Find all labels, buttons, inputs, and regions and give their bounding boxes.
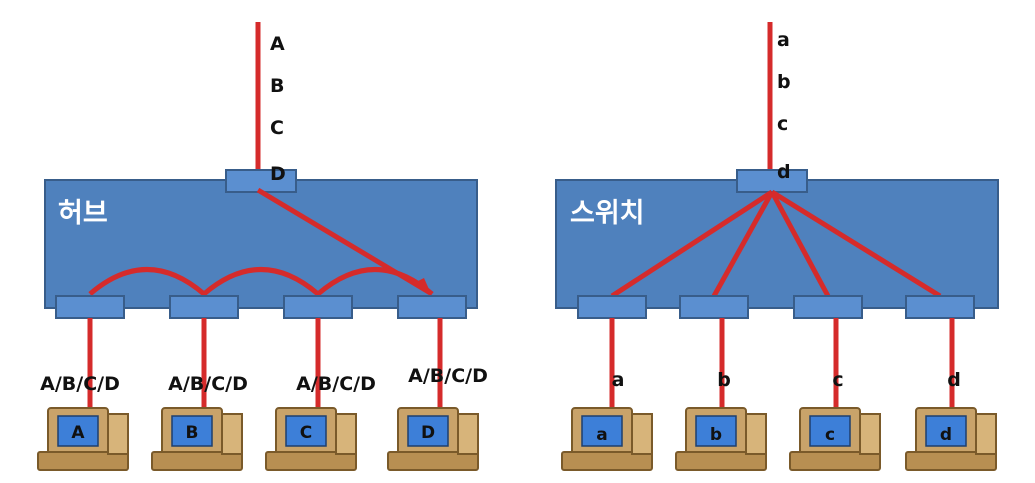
switch-uplink-label-d: d [777, 161, 791, 183]
hub-pc-3: C [265, 407, 357, 471]
switch-pc-2: b [675, 407, 767, 471]
switch-pc-label-2: b [710, 425, 722, 445]
pc-base [265, 451, 357, 471]
switch-uplink-label-b: b [777, 71, 791, 93]
monitor-screen [57, 415, 99, 447]
switch-uplink-label-c: c [777, 113, 788, 135]
switch-internal-link-1 [610, 189, 774, 299]
pc-tower [631, 413, 653, 455]
switch-internal-link-4 [770, 189, 942, 299]
switch-port-label-4: d [947, 369, 961, 391]
switch-pc-4: d [905, 407, 997, 471]
hub-pc-label-2: B [186, 423, 199, 443]
hub-port-3 [283, 295, 353, 319]
hub-internal-arcs [88, 267, 434, 298]
pc-tower [107, 413, 129, 455]
pc-base [905, 451, 997, 471]
hub-pc-1: A [37, 407, 129, 471]
monitor-screen [809, 415, 851, 447]
hub-pc-label-4: D [421, 423, 435, 443]
switch-uplink-port [736, 169, 808, 193]
switch-port-label-2: b [717, 369, 731, 391]
monitor-screen [285, 415, 327, 447]
hub-port-4 [397, 295, 467, 319]
switch-title: 스위치 [570, 198, 645, 229]
hub-pc-4: D [387, 407, 479, 471]
hub-port-2 [169, 295, 239, 319]
switch-port-1 [577, 295, 647, 319]
hub-uplink-label-c: C [270, 117, 284, 139]
pc-tower [745, 413, 767, 455]
hub-port-1 [55, 295, 125, 319]
monitor-screen [171, 415, 213, 447]
pc-tower [335, 413, 357, 455]
switch-internal-link-3 [769, 190, 831, 298]
switch-uplink-label-a: a [777, 29, 790, 51]
hub-port-label-1: A/B/C/D [40, 373, 120, 395]
pc-tower [859, 413, 881, 455]
switch-port-3 [793, 295, 863, 319]
pc-base [789, 451, 881, 471]
hub-pc-label-1: A [71, 423, 85, 443]
hub-pc-2: B [151, 407, 243, 471]
pc-base [151, 451, 243, 471]
switch-port-4 [905, 295, 975, 319]
pc-tower [457, 413, 479, 455]
hub-port-label-3: A/B/C/D [296, 373, 376, 395]
monitor-screen [581, 415, 623, 447]
switch-port-2 [679, 295, 749, 319]
switch-pc-1: a [561, 407, 653, 471]
hub-arrowhead [416, 278, 432, 296]
pc-base [37, 451, 129, 471]
pc-tower [975, 413, 997, 455]
hub-port-label-4: A/B/C/D [408, 365, 488, 387]
monitor-screen [407, 415, 449, 447]
switch-pc-label-1: a [596, 425, 607, 445]
monitor-screen [695, 415, 737, 447]
switch-pc-label-4: d [940, 425, 952, 445]
pc-base [387, 451, 479, 471]
monitor-screen [925, 415, 967, 447]
switch-port-label-1: a [612, 369, 625, 391]
switch-pc-3: c [789, 407, 881, 471]
hub-port-label-2: A/B/C/D [168, 373, 248, 395]
hub-box [44, 179, 478, 309]
hub-pc-label-3: C [300, 423, 312, 443]
hub-uplink-label-d: D [270, 163, 286, 185]
pc-tower [221, 413, 243, 455]
hub-title: 허브 [58, 198, 108, 229]
hub-uplink-label-b: B [270, 75, 284, 97]
switch-internal-link-2 [711, 190, 775, 298]
pc-base [561, 451, 653, 471]
switch-pc-label-3: c [825, 425, 835, 445]
switch-diagram: a b c 스위치 d a b c d [555, 22, 999, 471]
hub-diagram: A B C 허브 D A/B/C/D A/B/C/D A/B/C/D A/B/C… [37, 22, 488, 471]
pc-base [675, 451, 767, 471]
switch-port-label-3: c [832, 369, 843, 391]
hub-uplink-label-a: A [270, 33, 285, 55]
